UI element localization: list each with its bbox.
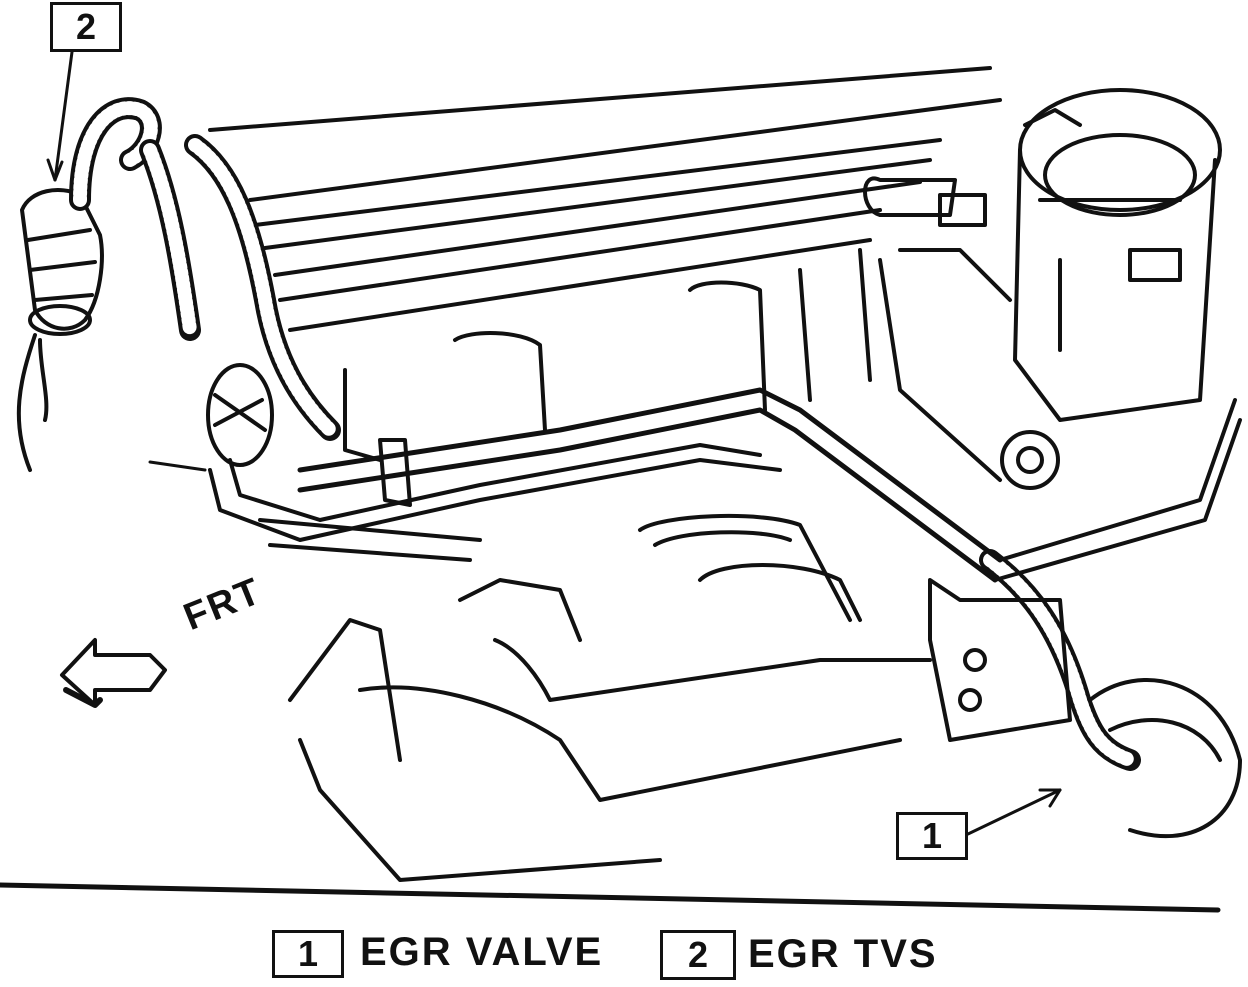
leader-lines — [46, 50, 1062, 836]
legend-item2-label: EGR TVS — [748, 932, 938, 976]
front-arrow-icon — [60, 638, 167, 708]
legend-item1-number-box: 1 — [272, 930, 344, 978]
leader-arrow-2 — [46, 158, 64, 182]
leader-line-2 — [53, 50, 74, 182]
callout-egr-valve: 1 — [896, 812, 968, 860]
egr-tvs — [16, 188, 104, 472]
intake-plenum — [288, 513, 1242, 882]
leader-arrow-1 — [1038, 788, 1062, 808]
leader-line-1 — [966, 788, 1062, 836]
legend-item1-number: 1 — [297, 933, 319, 974]
throttle-body — [863, 88, 1222, 490]
valve-cover-lines — [208, 66, 1002, 332]
legend-item2-number-box: 2 — [660, 930, 736, 980]
callout-egr-tvs-number: 2 — [75, 6, 97, 47]
egr-tube — [297, 387, 1242, 583]
legend-item2-number: 2 — [687, 934, 709, 975]
legend-item1-label: EGR VALVE — [360, 930, 604, 974]
callout-egr-valve-number: 1 — [921, 815, 943, 856]
rocker-cover — [208, 248, 872, 562]
callout-egr-tvs: 2 — [50, 2, 122, 52]
separator-rule — [0, 882, 1221, 913]
vacuum-hoses — [69, 97, 1141, 771]
